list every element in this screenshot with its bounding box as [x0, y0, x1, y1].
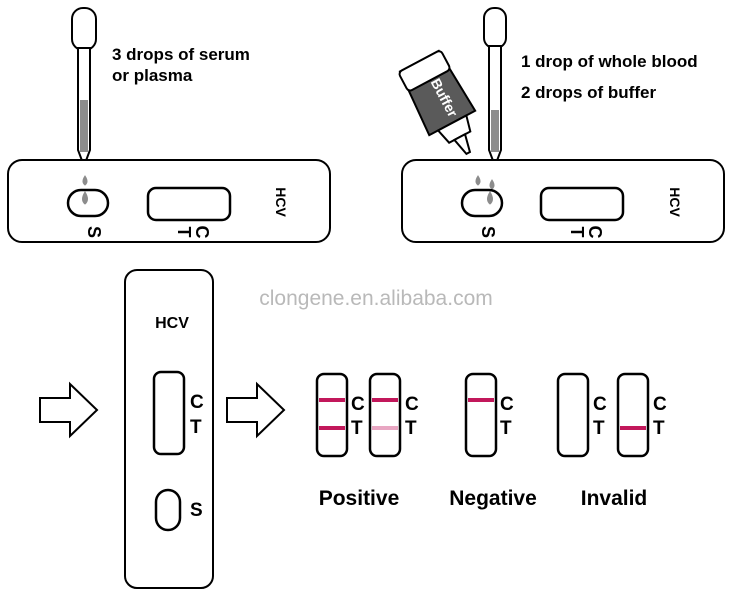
- result-window: [152, 370, 186, 456]
- control-letter: C: [500, 394, 514, 415]
- blood-instruction-line2: 2 drops of buffer: [521, 83, 656, 102]
- test-band: [620, 426, 646, 430]
- invalid-strip: C T: [556, 372, 607, 458]
- device-name: HCV: [155, 315, 189, 332]
- test-letter: T: [405, 418, 417, 439]
- test-cassette: [401, 159, 725, 243]
- control-letter: C: [351, 394, 365, 415]
- invalid-strip: C T: [616, 372, 667, 458]
- positive-strip: C T: [368, 372, 419, 458]
- sample-well: [460, 188, 504, 218]
- sample-well: [66, 188, 110, 218]
- arrow-right-icon: [39, 381, 99, 439]
- test-band: [372, 426, 398, 430]
- negative-label: Negative: [449, 487, 537, 510]
- test-letter: T: [500, 418, 512, 439]
- pipette-icon: [483, 7, 507, 169]
- drop-icon: [489, 179, 495, 190]
- blood-instruction-line1: 1 drop of whole blood: [521, 52, 698, 71]
- test-letter: T: [653, 418, 665, 439]
- device-name: HCV: [667, 187, 683, 217]
- device-name: HCV: [273, 187, 289, 217]
- serum-procedure: 3 drops of serum or plasma S C T HCV: [7, 7, 331, 243]
- test-letter: T: [351, 418, 363, 439]
- test-band: [319, 426, 345, 430]
- watermark: clongene.en.alibaba.com: [259, 287, 493, 310]
- control-letter: C: [593, 394, 607, 415]
- control-band: [319, 398, 345, 402]
- buffer-bottle-icon: Buffer: [398, 49, 477, 156]
- control-band: [468, 398, 494, 402]
- control-band: [372, 398, 398, 402]
- control-letter: C: [585, 226, 605, 239]
- pipette-icon: [71, 7, 97, 169]
- sample-well: [154, 488, 182, 532]
- control-letter: C: [192, 226, 212, 239]
- serum-instruction-line1: 3 drops of serum: [112, 45, 250, 64]
- whole-blood-procedure: Buffer 1 drop of whole blood 2 drops of …: [398, 7, 725, 243]
- test-letter: T: [174, 227, 194, 238]
- test-letter: T: [190, 417, 202, 438]
- control-letter: C: [190, 392, 204, 413]
- positive-label: Positive: [319, 487, 400, 510]
- result-window: [539, 186, 625, 222]
- result-window: [146, 186, 232, 222]
- sample-letter: S: [190, 500, 203, 521]
- sample-letter: S: [478, 226, 498, 238]
- vertical-cassette: HCV C T S: [124, 269, 214, 589]
- control-letter: C: [653, 394, 667, 415]
- drop-icon: [82, 191, 88, 205]
- negative-strip: C T: [464, 372, 514, 458]
- arrow-right-icon: [226, 381, 286, 439]
- drop-icon: [475, 175, 481, 186]
- test-letter: T: [593, 418, 605, 439]
- serum-instruction-line2: or plasma: [112, 66, 193, 85]
- invalid-label: Invalid: [581, 487, 648, 510]
- test-letter: T: [567, 227, 587, 238]
- test-cassette: [7, 159, 331, 243]
- drop-icon: [82, 175, 88, 186]
- drop-icon: [487, 191, 493, 205]
- sample-letter: S: [84, 226, 104, 238]
- control-letter: C: [405, 394, 419, 415]
- positive-strip: C T: [315, 372, 365, 458]
